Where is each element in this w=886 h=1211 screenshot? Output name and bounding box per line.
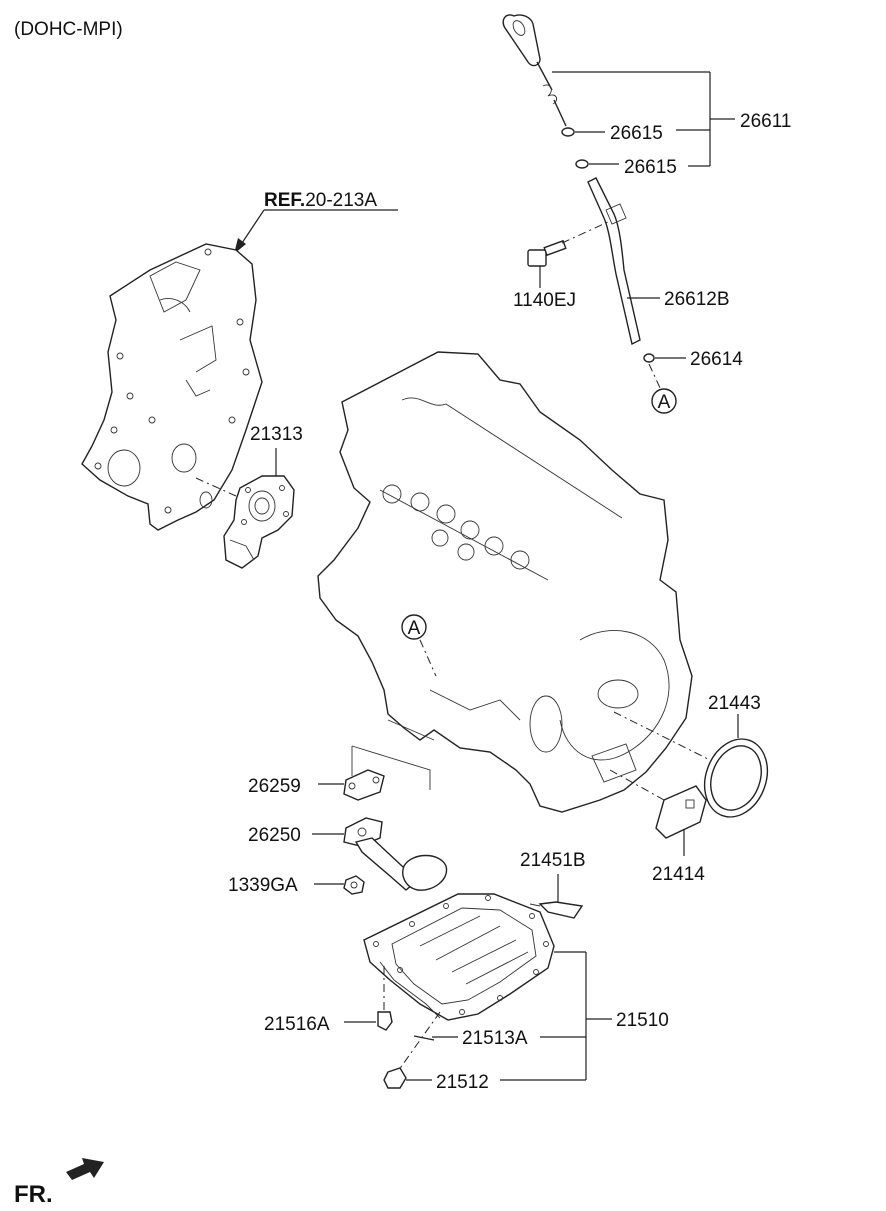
gasket-21513a [395, 1011, 441, 1075]
oil-pump-21313 [195, 475, 295, 569]
reference-number: 20-213A [305, 190, 377, 211]
label-26612b[interactable]: 26612B [664, 289, 730, 310]
engine-block [317, 351, 693, 813]
dipstick-assembly [502, 14, 662, 391]
variant-label: (DOHC-MPI) [14, 19, 123, 40]
rear-oil-seal-21443 [703, 738, 769, 818]
label-26259[interactable]: 26259 [248, 776, 301, 797]
bracket-21510 [500, 951, 612, 1081]
label-21451b[interactable]: 21451B [520, 850, 586, 871]
o-ring-upper [561, 127, 575, 137]
label-26614[interactable]: 26614 [690, 349, 743, 370]
label-21414[interactable]: 21414 [652, 864, 705, 885]
callout-a-block-leader [419, 639, 437, 677]
bolt-21516a [377, 966, 393, 1031]
o-ring-26614 [643, 353, 655, 363]
callout-a-top[interactable]: A [651, 388, 677, 414]
reference-leader [239, 209, 265, 247]
nut-1339ga [343, 875, 365, 895]
label-26611[interactable]: 26611 [740, 111, 791, 132]
label-21516a[interactable]: 21516A [264, 1014, 330, 1035]
callout-a-top-letter: A [658, 392, 671, 413]
label-21313[interactable]: 21313 [250, 424, 303, 445]
label-26615-lower[interactable]: 26615 [624, 157, 677, 178]
dipstick-handle [502, 14, 541, 67]
dipstick-rod-lower [553, 99, 567, 127]
label-26250[interactable]: 26250 [248, 825, 301, 846]
bolt-centerline [561, 221, 609, 244]
drain-plug-21512 [383, 1067, 407, 1089]
bracket-26611 [552, 71, 735, 167]
cover-21414 [655, 785, 707, 839]
label-26615-upper[interactable]: 26615 [610, 123, 663, 144]
callout-a-block[interactable]: A [401, 614, 427, 640]
oil-pan-21510 [363, 893, 555, 1021]
guide-tube [587, 177, 641, 346]
label-21510[interactable]: 21510 [616, 1010, 669, 1031]
guide-tube-bracket [605, 203, 627, 225]
bolt-1140ej [527, 239, 567, 267]
callout-a-block-letter: A [408, 618, 421, 639]
label-1140ej[interactable]: 1140EJ [513, 290, 576, 311]
dipstick-break [542, 84, 558, 105]
front-arrow-icon [66, 1158, 104, 1180]
reference-prefix: REF. [264, 190, 305, 211]
cover-centerline [609, 769, 665, 801]
label-21513a[interactable]: 21513A [462, 1028, 528, 1049]
oil-strainer-26250 [343, 817, 448, 891]
timing-chain-cover [81, 243, 263, 531]
tube-to-a-centerline [648, 363, 662, 391]
gasket-26259 [343, 745, 431, 801]
sensor-21451b [529, 901, 584, 919]
dipstick-handle-hole [512, 20, 526, 36]
reference-label[interactable]: REF.20-213A [264, 190, 377, 211]
front-direction-label: FR. [14, 1181, 53, 1208]
label-1339ga[interactable]: 1339GA [228, 875, 298, 896]
label-21443[interactable]: 21443 [708, 693, 761, 714]
o-ring-lower [575, 159, 589, 169]
label-21512[interactable]: 21512 [436, 1072, 489, 1093]
